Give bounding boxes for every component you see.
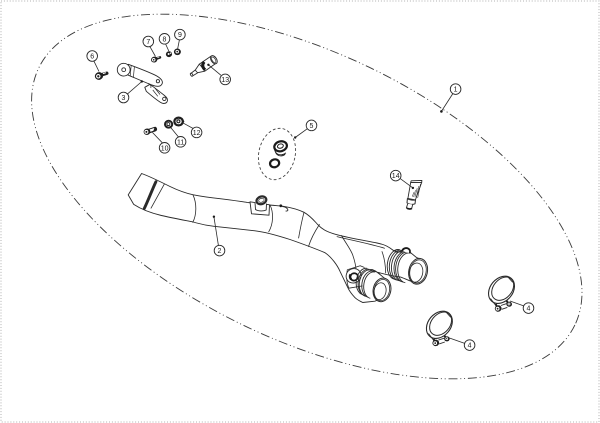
svg-text:5: 5 bbox=[310, 123, 314, 130]
svg-text:11: 11 bbox=[177, 139, 184, 146]
svg-text:1: 1 bbox=[454, 87, 458, 94]
svg-text:7: 7 bbox=[146, 39, 150, 46]
svg-text:4: 4 bbox=[468, 343, 472, 350]
svg-text:9: 9 bbox=[178, 32, 182, 39]
svg-text:6: 6 bbox=[90, 54, 94, 61]
svg-text:12: 12 bbox=[193, 130, 201, 137]
svg-text:8: 8 bbox=[163, 36, 167, 43]
svg-text:14: 14 bbox=[392, 173, 400, 180]
svg-text:2: 2 bbox=[218, 248, 222, 255]
svg-text:3: 3 bbox=[122, 95, 126, 102]
svg-text:13: 13 bbox=[221, 77, 229, 84]
svg-text:4: 4 bbox=[527, 306, 531, 313]
svg-text:10: 10 bbox=[161, 145, 169, 152]
